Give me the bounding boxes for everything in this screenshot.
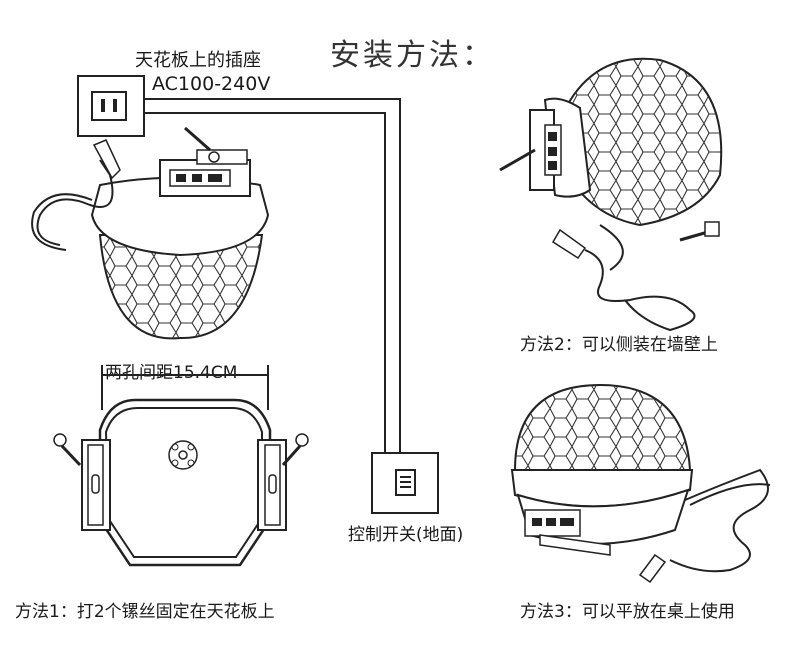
method1-caption: 方法1：打2个镙丝固定在天花板上 [15, 602, 275, 622]
wire [144, 98, 401, 455]
outlet-voltage-label: AC100-240V [152, 73, 271, 95]
method2-caption: 方法2：可以侧装在墙壁上 [520, 335, 718, 355]
outlet-label: 天花板上的插座 [135, 50, 261, 71]
mounting-bracket [53, 365, 309, 567]
ceiling-mounted-ball [31, 126, 270, 340]
wall-mounted-ball [499, 57, 723, 332]
page-title: 安装方法： [330, 38, 495, 73]
hole-distance-label: 两孔间距15.4CM [105, 363, 238, 383]
floor-switch [371, 452, 439, 514]
ceiling-outlet [77, 75, 145, 137]
switch-label: 控制开关(地面) [348, 525, 464, 545]
method3-caption: 方法3：可以平放在桌上使用 [520, 602, 735, 622]
tabletop-ball [510, 383, 771, 584]
